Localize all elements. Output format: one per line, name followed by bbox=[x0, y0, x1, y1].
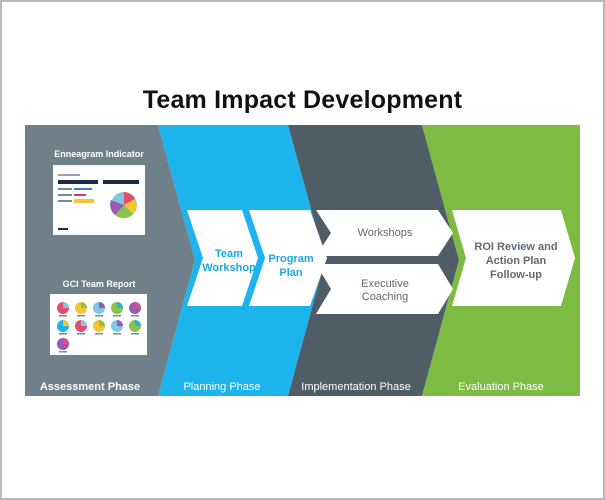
gci-report-thumbnail bbox=[50, 294, 147, 355]
gci-mini-wheel bbox=[129, 302, 141, 317]
gci-team-report-label: GCI Team Report bbox=[63, 279, 136, 289]
implementation-band bbox=[288, 125, 459, 396]
workshops-card bbox=[316, 210, 453, 256]
gci-mini-wheel bbox=[57, 338, 69, 353]
executive-coaching-card bbox=[316, 264, 453, 314]
gci-mini-wheel bbox=[93, 302, 105, 317]
team-workshop-card bbox=[187, 210, 258, 306]
assessment-phase-label: Assessment Phase bbox=[40, 381, 140, 393]
gci-mini-wheel bbox=[75, 302, 87, 317]
roi-review-line-2: Action Plan bbox=[486, 255, 547, 267]
enneagram-report-thumbnail bbox=[53, 165, 145, 235]
gci-mini-wheel bbox=[129, 320, 141, 335]
executive-coaching-line-2: Coaching bbox=[362, 291, 408, 303]
gci-mini-wheel bbox=[111, 302, 123, 317]
implementation-phase-label: Implementation Phase bbox=[301, 381, 410, 393]
program-plan-line-1: Program bbox=[268, 253, 313, 265]
enneagram-indicator-label: Enneagram Indicator bbox=[54, 149, 144, 159]
diagram-title: Team Impact Development bbox=[142, 86, 463, 114]
evaluation-phase-label: Evaluation Phase bbox=[458, 381, 544, 393]
team-workshop-line-1: Team bbox=[215, 248, 243, 260]
program-plan-card bbox=[249, 210, 327, 306]
team-workshop-line-2: Workshop bbox=[202, 262, 256, 274]
roi-review-card bbox=[452, 210, 575, 306]
gci-mini-wheel bbox=[57, 302, 69, 317]
roi-review-line-3: Follow-up bbox=[490, 269, 542, 281]
executive-coaching-line-1: Executive bbox=[361, 278, 409, 290]
gci-mini-wheel bbox=[75, 320, 87, 335]
planning-phase-label: Planning Phase bbox=[183, 381, 260, 393]
roi-review-line-1: ROI Review and bbox=[474, 241, 557, 253]
gci-mini-wheel bbox=[111, 320, 123, 335]
workshops-line-1: Workshops bbox=[358, 227, 413, 239]
gci-mini-wheel bbox=[57, 320, 69, 335]
gci-mini-wheel bbox=[93, 320, 105, 335]
program-plan-line-2: Plan bbox=[279, 267, 303, 279]
